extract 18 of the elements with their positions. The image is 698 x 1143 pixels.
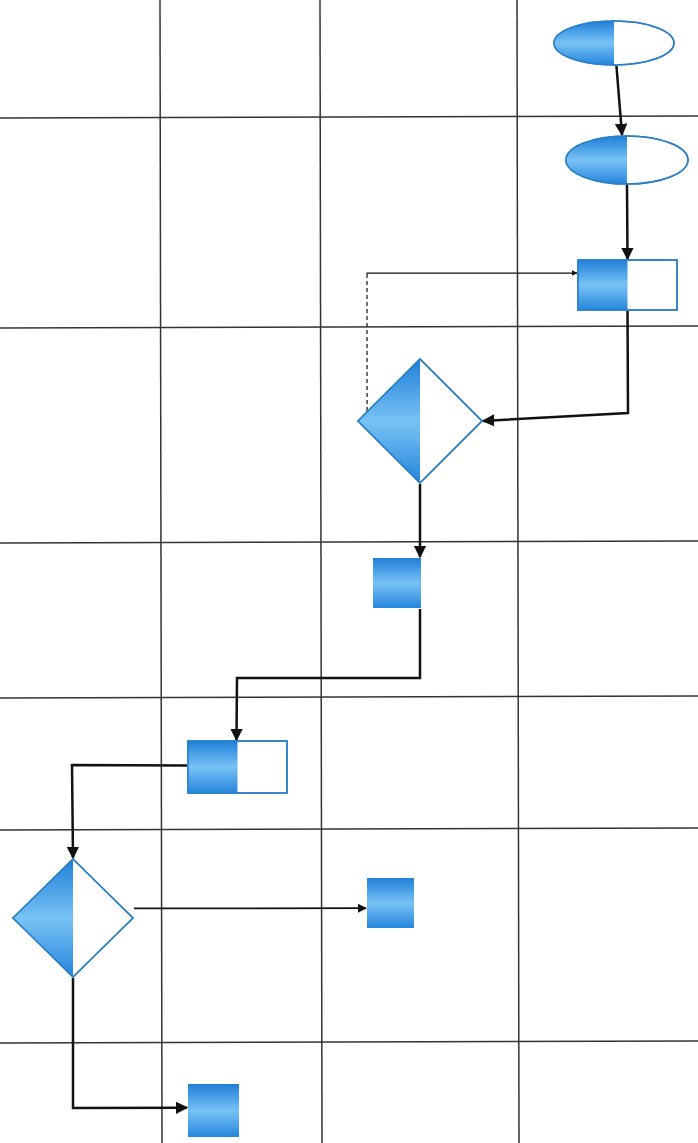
decision-diamond bbox=[12, 858, 134, 978]
process-box bbox=[187, 740, 288, 794]
terminal-ellipse bbox=[553, 20, 675, 66]
arrow bbox=[71, 978, 189, 1114]
process-box bbox=[372, 557, 422, 609]
arrow bbox=[366, 270, 578, 412]
arrow bbox=[481, 311, 630, 427]
arrow bbox=[230, 609, 422, 742]
process-box bbox=[187, 1083, 240, 1138]
arrow bbox=[133, 903, 367, 913]
arrow bbox=[621, 185, 634, 261]
decision-diamond bbox=[357, 358, 483, 484]
terminal-ellipse bbox=[565, 135, 689, 185]
process-box bbox=[577, 259, 678, 311]
arrow bbox=[66, 763, 187, 860]
process-box bbox=[366, 877, 415, 929]
arrow bbox=[413, 484, 427, 559]
arrow bbox=[614, 65, 628, 137]
